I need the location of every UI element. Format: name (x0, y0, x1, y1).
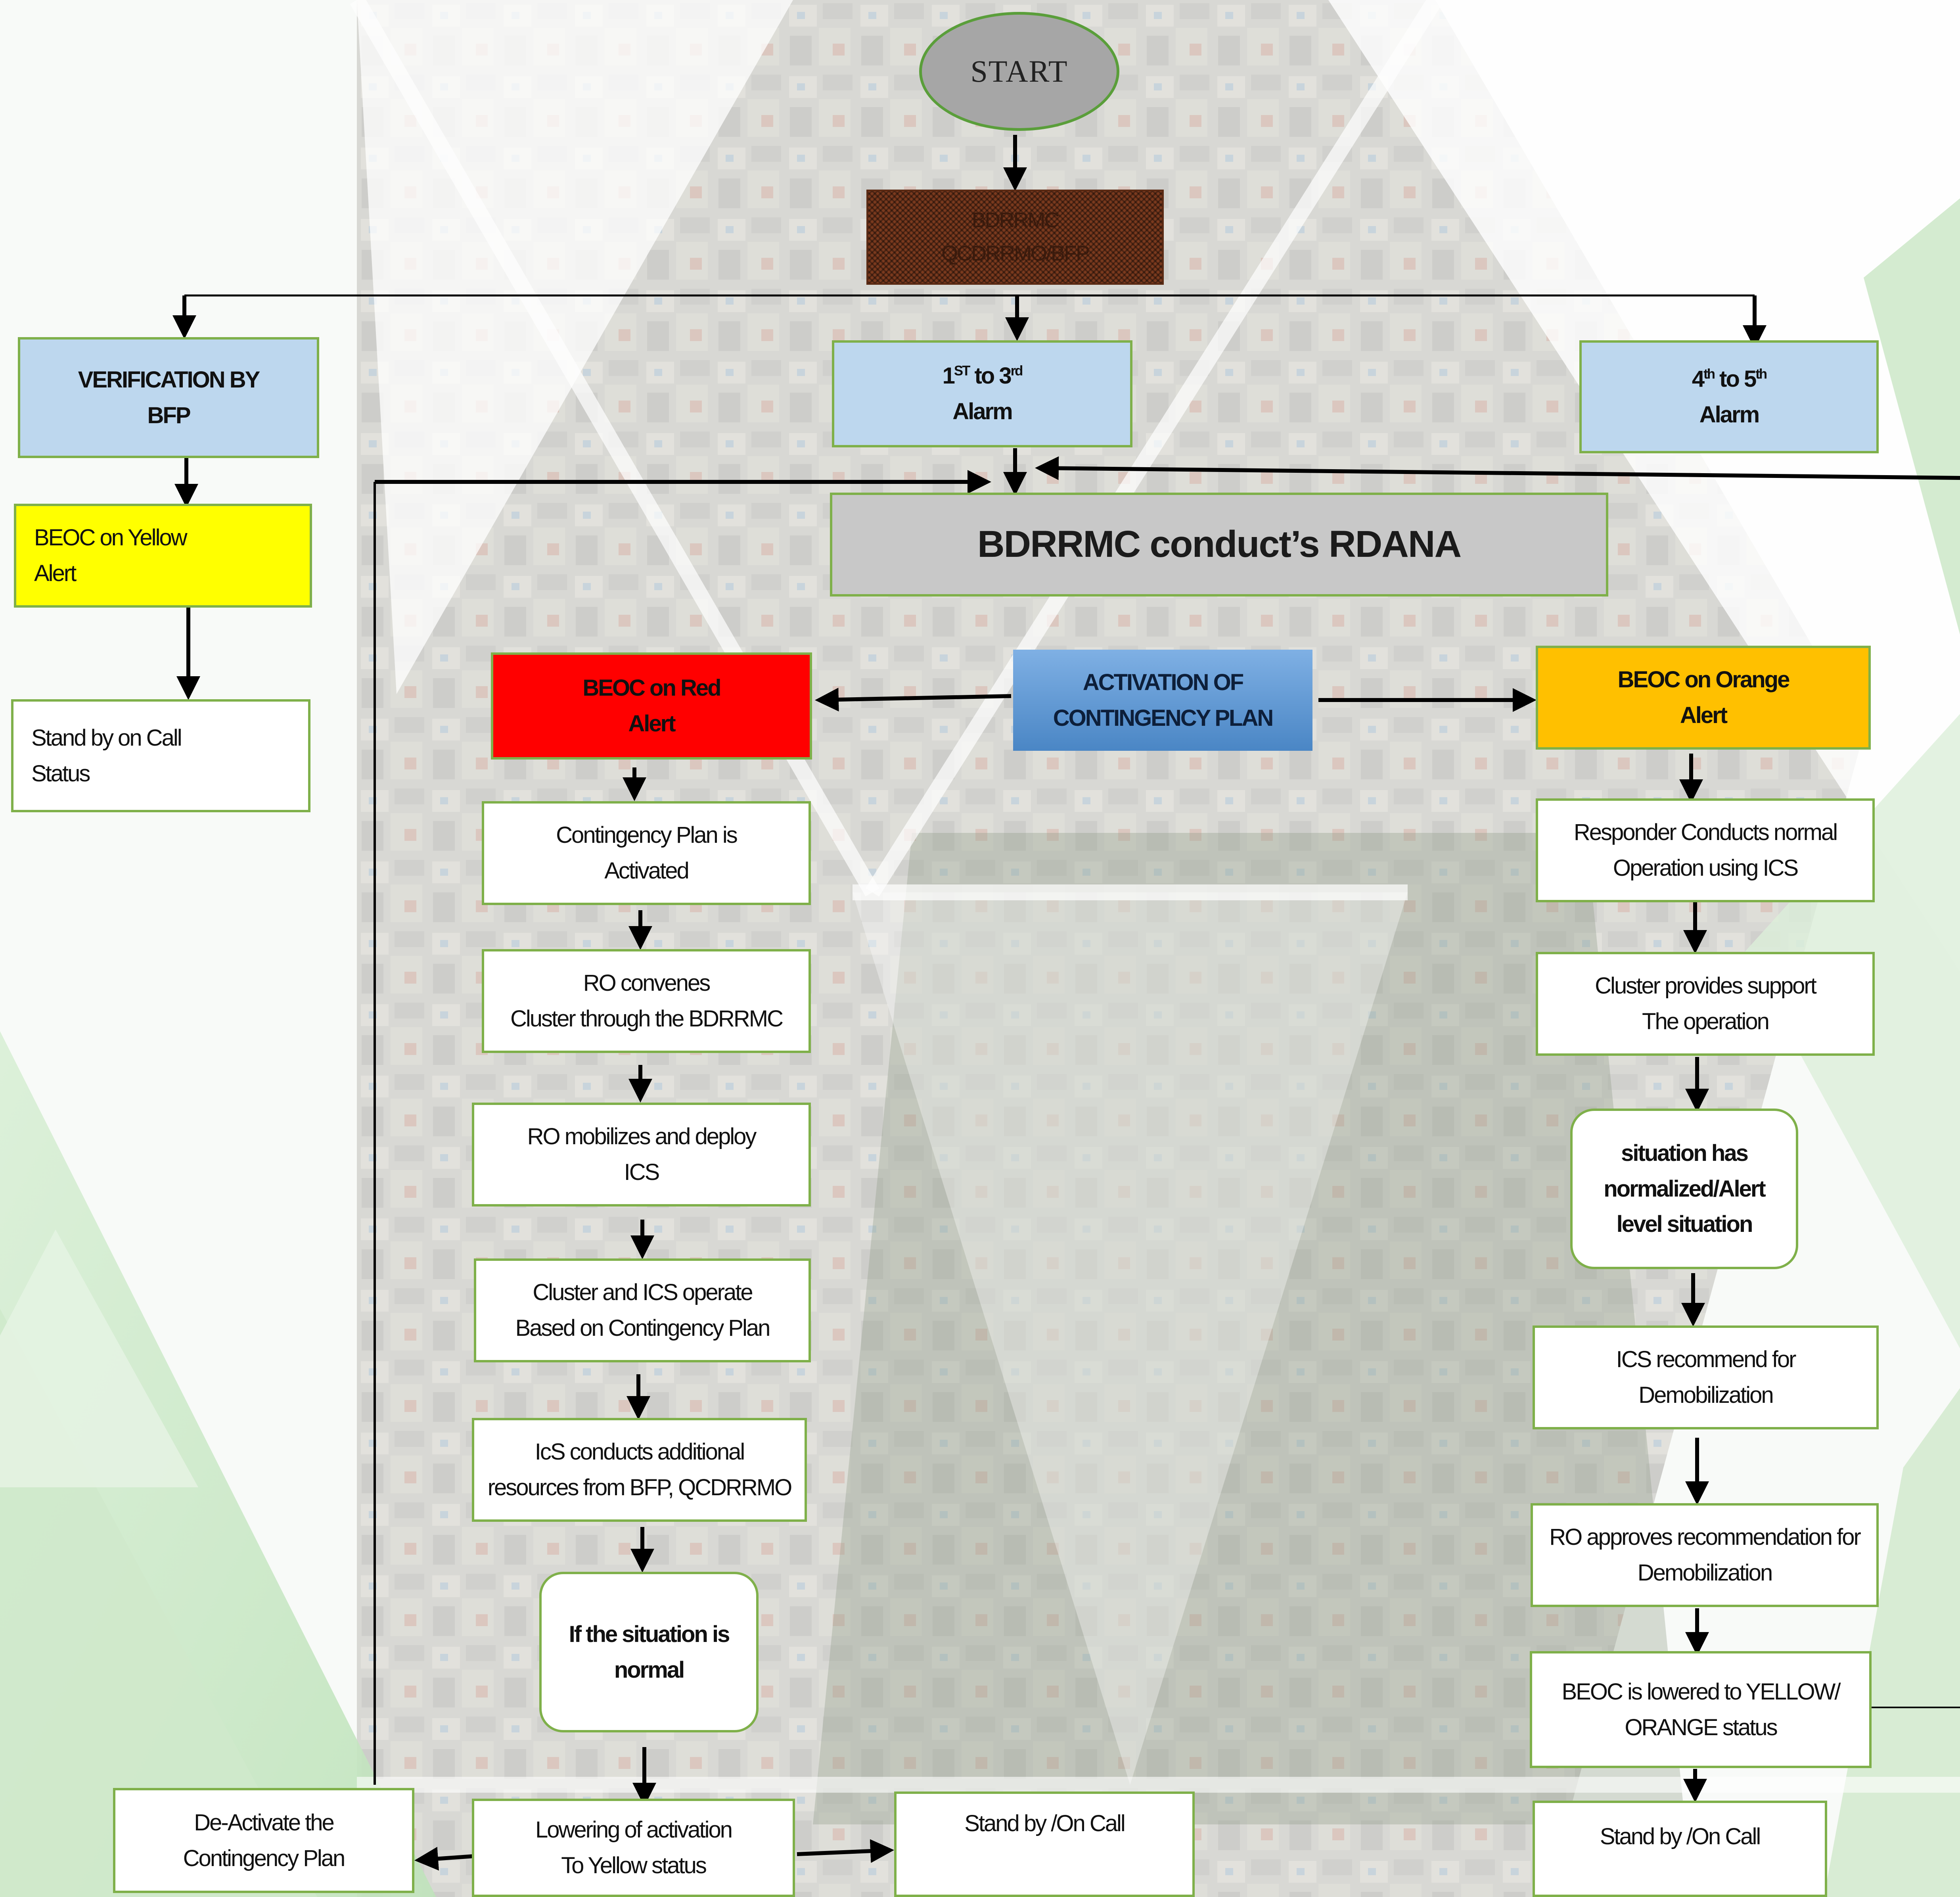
node-line: Contingency Plan is (556, 822, 738, 848)
node-line: QCDRRMO/BFP (941, 242, 1090, 265)
alarm-to: to 3 (969, 363, 1012, 389)
node-line: ACTIVATION OF (1083, 669, 1244, 695)
red-step-3: RO mobilizes and deploy ICS (472, 1103, 811, 1206)
node-line: Cluster provides support (1595, 973, 1817, 999)
node-line: BDRRMC (971, 208, 1060, 232)
node-line: IcS conducts additional (535, 1439, 745, 1465)
node-line: Alert (1680, 702, 1728, 728)
node-line: De-Activate the (194, 1809, 335, 1836)
node-line: CONTINGENCY PLAN (1053, 705, 1274, 731)
orange-alert-node: BEOC on Orange Alert (1536, 646, 1871, 750)
standby-left-node: Stand by on Call Status (11, 699, 310, 812)
node-line: Contingency Plan (183, 1845, 346, 1871)
orange-step-1: Responder Conducts normal Operation usin… (1536, 798, 1875, 902)
activation-node: ACTIVATION OF CONTINGENCY PLAN (1013, 650, 1312, 751)
red-decision-node: If the situation is normal (539, 1572, 759, 1732)
start-node: START (919, 12, 1119, 131)
node-line: Alert (34, 560, 77, 586)
node-line: The operation (1642, 1009, 1770, 1034)
node-line: Based on Contingency Plan (515, 1315, 771, 1341)
alarm-from-suffix: ST (954, 363, 971, 379)
node-line: Responder Conducts normal (1573, 819, 1838, 846)
red-step-2: RO convenes Cluster through the BDRRMC (482, 949, 811, 1053)
node-line: BEOC is lowered to YELLOW/ (1561, 1678, 1841, 1705)
node-line: Operation using ICS (1613, 855, 1799, 881)
verification-node: VERIFICATION BY BFP (18, 337, 319, 458)
node-line: BEOC on Red (582, 675, 721, 701)
node-line: normalized/Alert (1604, 1176, 1766, 1202)
node-line: ORANGE status (1625, 1714, 1778, 1740)
red-step-5: IcS conducts additional resources from B… (472, 1418, 807, 1522)
orange-step-3: ICS recommend for Demobilization (1533, 1325, 1879, 1429)
node-line: Stand by on Call (31, 725, 182, 751)
node-line: BFP (147, 402, 191, 428)
red-alert-node: BEOC on Red Alert (491, 652, 812, 760)
node-line: BDRRMC conduct’s RDANA (977, 523, 1462, 566)
node-line: Status (31, 760, 90, 786)
alarm-1-3-node: 1ST to 3rd Alarm (832, 340, 1132, 447)
node-line: level situation (1616, 1211, 1753, 1237)
node-line: Alert (628, 711, 676, 737)
node-line: ICS (624, 1159, 660, 1185)
alarm-4-5-node: 4th to 5th Alarm (1579, 340, 1879, 453)
node-line: 4th to 5th (1692, 361, 1767, 397)
alarm-to-suffix: th (1755, 366, 1767, 382)
node-line: Stand by /On Call (964, 1811, 1126, 1836)
node-line: BEOC on Orange (1617, 667, 1790, 693)
node-line: ICS recommend for (1616, 1347, 1797, 1373)
node-line: Demobilization (1638, 1382, 1774, 1408)
node-line: To Yellow status (561, 1853, 707, 1878)
orange-decision-node: situation has normalized/Alert level sit… (1570, 1109, 1798, 1269)
lowering-node: Lowering of activation To Yellow status (472, 1799, 795, 1897)
red-step-1: Contingency Plan is Activated (482, 801, 811, 905)
node-line: normal (614, 1657, 685, 1683)
node-line: RO approves recommendation for (1549, 1524, 1861, 1550)
orange-step-4: RO approves recommendation for Demobiliz… (1531, 1503, 1879, 1607)
node-line: Activated (604, 858, 690, 884)
orange-step-5: BEOC is lowered to YELLOW/ ORANGE status (1530, 1651, 1872, 1768)
alarm-from-suffix: th (1703, 366, 1715, 382)
node-line: VERIFICATION BY (78, 366, 261, 393)
red-step-4: Cluster and ICS operate Based on Conting… (474, 1258, 811, 1362)
alarm-from: 4 (1692, 366, 1705, 392)
node-line: RO convenes (583, 970, 711, 996)
alarm-to-suffix: rd (1010, 363, 1023, 379)
alarm-from: 1 (942, 363, 955, 389)
standby-center-node: Stand by /On Call (894, 1792, 1195, 1897)
node-line: Alarm (952, 399, 1013, 424)
yellow-alert-node: BEOC on Yellow Alert (14, 504, 312, 608)
node-line: 1ST to 3rd (942, 358, 1023, 394)
alarm-to: to 5 (1714, 366, 1757, 392)
node-line: Stand by /On Call (1600, 1824, 1761, 1849)
rdana-node: BDRRMC conduct’s RDANA (830, 493, 1608, 597)
deactivate-node: De-Activate the Contingency Plan (113, 1788, 414, 1893)
node-line: Demobilization (1637, 1560, 1773, 1586)
node-line: RO mobilizes and deploy (527, 1124, 757, 1150)
node-line: Lowering of activation (535, 1817, 733, 1843)
orange-step-2: Cluster provides support The operation (1536, 952, 1875, 1056)
node-line: Alarm (1699, 401, 1760, 428)
node-line: If the situation is (569, 1621, 730, 1647)
node-line: resources from BFP, QCDRRMO (487, 1475, 793, 1500)
bdrrmc-qcdrrmo-bfp-node: BDRRMC QCDRRMO/BFP (866, 190, 1164, 285)
node-line: Cluster and ICS operate (533, 1279, 753, 1306)
standby-right-node: Stand by /On Call (1533, 1801, 1827, 1897)
node-line: Cluster through the BDRRMC (510, 1006, 784, 1032)
node-line: BEOC on Yellow (34, 525, 188, 551)
node-line: situation has (1621, 1140, 1749, 1166)
